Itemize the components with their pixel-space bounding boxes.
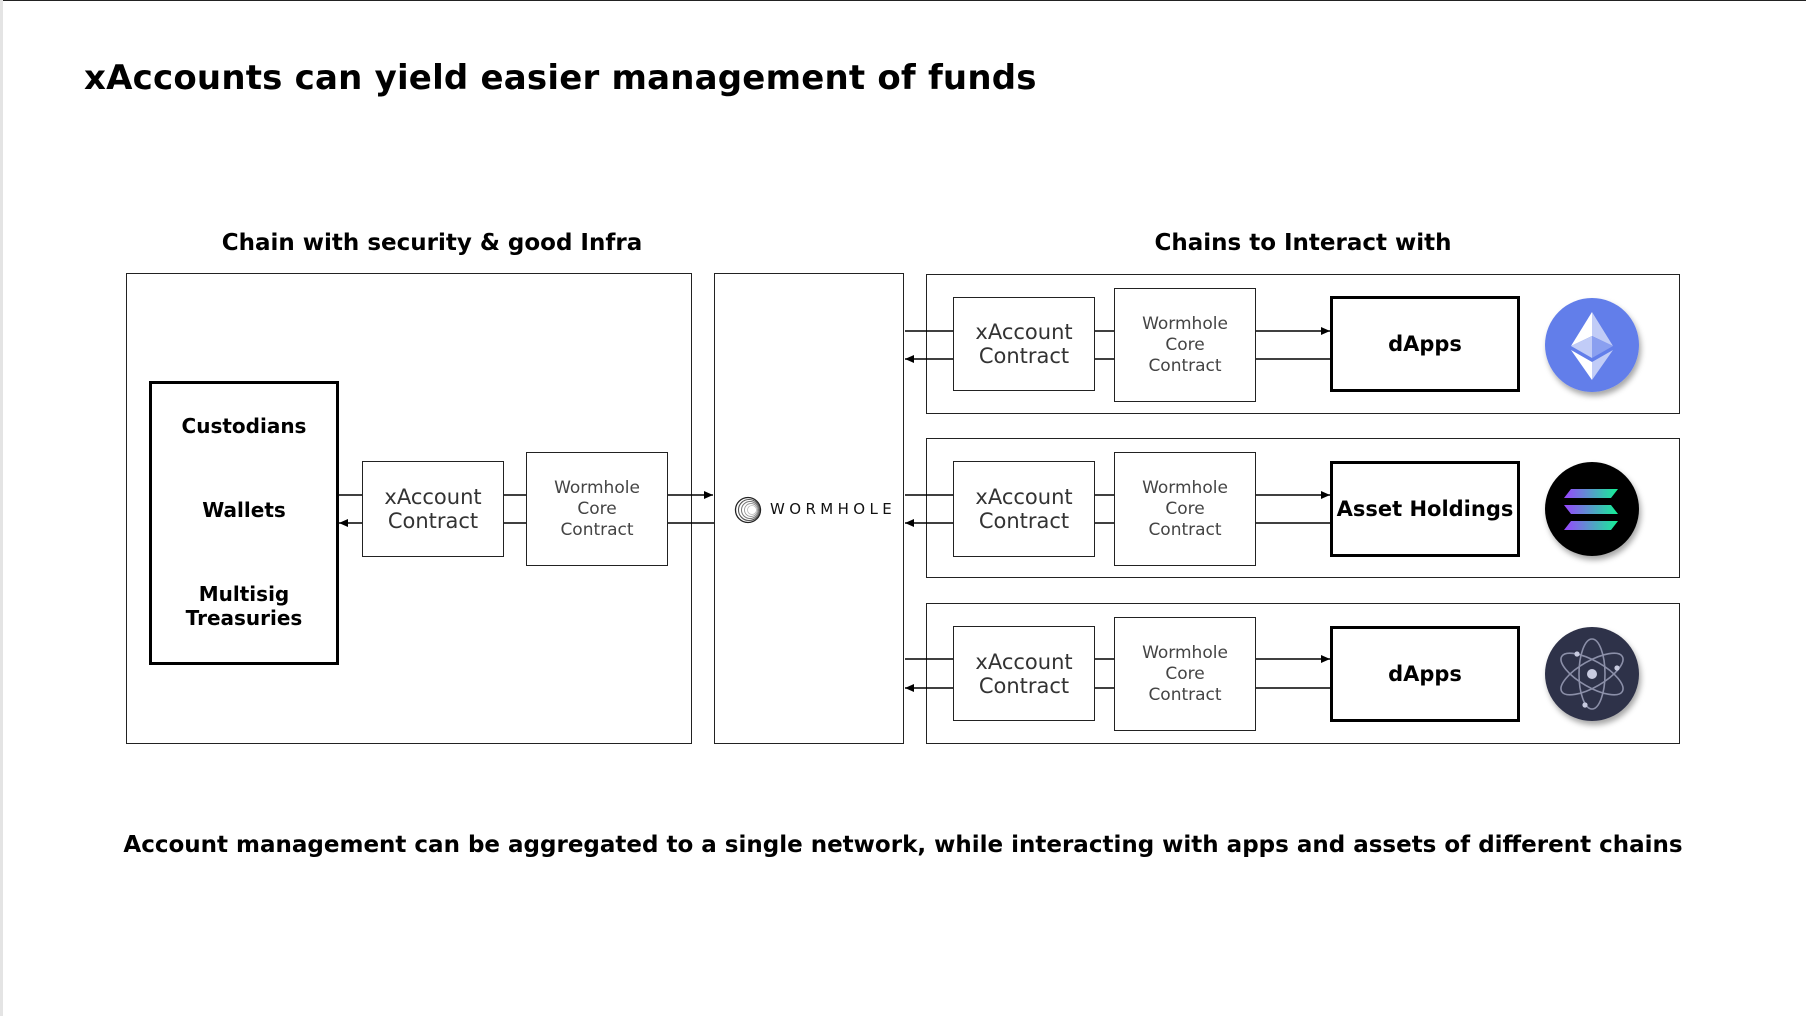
chain-2-wormhole-core-contract: Wormhole Core Contract <box>1114 452 1256 566</box>
chain-3-xaccount-contract: xAccount Contract <box>953 626 1095 721</box>
chain-3-wormhole-core-contract: Wormhole Core Contract <box>1114 617 1256 731</box>
footer-caption: Account management can be aggregated to … <box>123 832 1683 858</box>
slide-title: xAccounts can yield easier management of… <box>84 58 1037 98</box>
source-multisig-treasuries: Multisig Treasuries <box>185 582 303 630</box>
cosmos-logo-icon <box>1545 627 1639 721</box>
right-section-heading: Chains to Interact with <box>1154 230 1452 256</box>
home-xaccount-contract: xAccount Contract <box>362 461 504 557</box>
top-rule <box>0 0 1806 1</box>
source-wallets: Wallets <box>202 498 286 522</box>
left-section-heading: Chain with security & good Infra <box>221 230 643 256</box>
wormhole-bridge-panel <box>714 273 904 744</box>
chain-3-target-box: dApps <box>1330 626 1520 722</box>
chain-1-target-box: dApps <box>1330 296 1520 392</box>
wormhole-label: WORMHOLE <box>770 500 897 518</box>
solana-logo-icon <box>1545 462 1639 556</box>
chain-2-xaccount-contract: xAccount Contract <box>953 461 1095 557</box>
home-wormhole-core-contract: Wormhole Core Contract <box>526 452 668 566</box>
left-edge-shade <box>0 0 3 1016</box>
chain-2-target-box: Asset Holdings <box>1330 461 1520 557</box>
chain-1-xaccount-contract: xAccount Contract <box>953 297 1095 391</box>
account-sources-box: Custodians Wallets Multisig Treasuries <box>149 381 339 665</box>
source-custodians: Custodians <box>181 414 307 438</box>
wormhole-logo-icon <box>734 496 762 524</box>
ethereum-logo-icon <box>1545 298 1639 392</box>
chain-1-wormhole-core-contract: Wormhole Core Contract <box>1114 288 1256 402</box>
